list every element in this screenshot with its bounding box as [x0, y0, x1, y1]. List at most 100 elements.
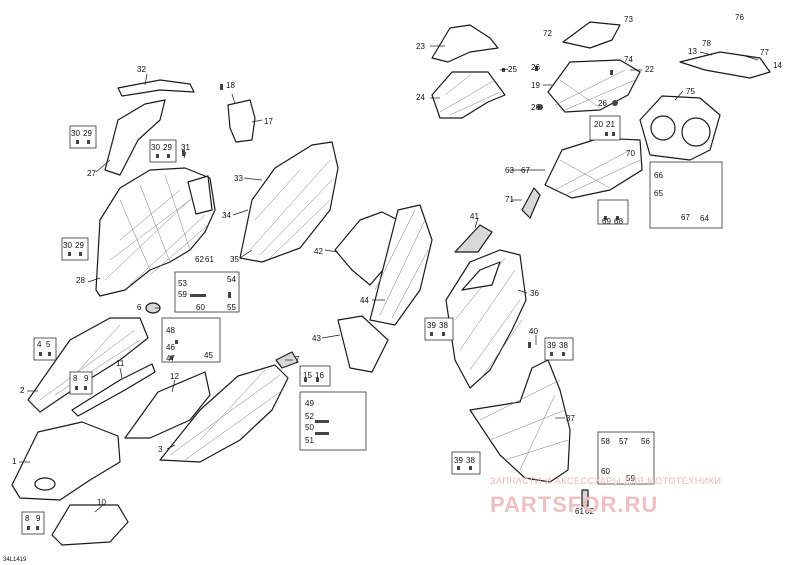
part-36-front-fairing[interactable]	[445, 249, 527, 389]
part-43-panel[interactable]	[337, 315, 389, 373]
callout-6: 6	[137, 303, 142, 312]
part-35-mesh	[249, 159, 333, 259]
callout-74: 74	[624, 55, 633, 64]
callout-45: 45	[204, 351, 213, 360]
part-12-panel[interactable]	[124, 371, 211, 439]
part-35-inner-panel[interactable]	[239, 141, 339, 263]
callout-7: 7	[295, 355, 300, 364]
callout-66: 66	[654, 171, 663, 180]
watermark: ЗАПЧАСТИ И АКСЕССУАРЫ ДЛЯ МОТОТЕХНИКИ PA…	[490, 476, 721, 517]
part-63-headlight[interactable]	[544, 137, 643, 199]
callout-47: 47	[166, 354, 175, 363]
part-37-lower-fairing[interactable]	[469, 359, 571, 483]
part-24-screen-frame[interactable]	[431, 71, 506, 119]
callout-28: 28	[76, 276, 85, 285]
box-56-60[interactable]	[597, 431, 655, 485]
callout-50: 50	[305, 423, 314, 432]
callout-10: 10	[97, 498, 106, 507]
callout-53: 53	[178, 279, 187, 288]
part-17-bracket[interactable]	[227, 99, 256, 143]
part-61-62-bolt[interactable]	[581, 489, 589, 507]
part-3-mesh	[169, 369, 284, 461]
callout-57: 57	[619, 437, 628, 446]
callout-68: 68	[614, 217, 623, 226]
callout-38-a: 38	[439, 321, 448, 330]
callout-72: 72	[543, 29, 552, 38]
callout-23: 23	[416, 42, 425, 51]
leader-lines	[19, 45, 759, 513]
callout-16: 16	[315, 371, 324, 380]
callout-39-a: 39	[427, 321, 436, 330]
callout-37: 37	[566, 414, 575, 423]
callout-73: 73	[624, 15, 633, 24]
callout-44: 44	[360, 296, 369, 305]
watermark-subtitle: ЗАПЧАСТИ И АКСЕССУАРЫ ДЛЯ МОТОТЕХНИКИ	[490, 476, 721, 486]
part-3-lower-panel[interactable]	[159, 364, 289, 463]
callout-42: 42	[314, 247, 323, 256]
callout-65: 65	[654, 189, 663, 198]
callout-43: 43	[312, 334, 321, 343]
callout-17: 17	[264, 117, 273, 126]
part-41-light[interactable]	[454, 224, 493, 253]
part-28-opening	[187, 175, 213, 215]
part-71-light[interactable]	[521, 187, 541, 219]
box-45-48[interactable]	[161, 317, 221, 363]
box-69-68[interactable]	[597, 199, 629, 225]
part-13-bar[interactable]	[679, 51, 771, 79]
callout-56: 56	[641, 437, 650, 446]
callout-12: 12	[170, 372, 179, 381]
callout-38-b: 38	[559, 341, 568, 350]
part-28-mesh	[104, 174, 209, 286]
part-10-cap[interactable]	[51, 504, 129, 546]
callout-33: 33	[234, 174, 243, 183]
callout-59-a: 59	[178, 290, 187, 299]
callout-32: 32	[137, 65, 146, 74]
callout-64: 64	[700, 214, 709, 223]
box-49-52[interactable]	[299, 391, 367, 451]
part-27-side-trim[interactable]	[104, 99, 166, 176]
callout-5: 5	[46, 340, 51, 349]
callout-15: 15	[303, 371, 312, 380]
part-11-strip[interactable]	[71, 363, 156, 417]
callout-31: 31	[181, 143, 190, 152]
callout-59-b: 59	[626, 474, 635, 483]
callout-60-b: 60	[601, 467, 610, 476]
part-75-lamp-left	[650, 115, 676, 141]
part-1-front-cowl[interactable]	[11, 421, 121, 501]
callout-14: 14	[773, 61, 782, 70]
callout-49: 49	[305, 399, 314, 408]
watermark-brand: PARTSFOR.RU	[490, 492, 658, 517]
part-19-mount[interactable]	[547, 59, 641, 113]
callout-61-a: 61	[205, 255, 214, 264]
callout-4: 4	[37, 340, 42, 349]
callout-30-b: 30	[151, 143, 160, 152]
callout-36: 36	[530, 289, 539, 298]
box-64-67[interactable]	[649, 161, 723, 229]
screws	[27, 66, 619, 530]
part-1-emblem	[34, 477, 56, 491]
callout-51: 51	[305, 436, 314, 445]
callout-3: 3	[158, 445, 163, 454]
callout-38-c: 38	[466, 456, 475, 465]
part-72-bracket[interactable]	[562, 21, 621, 49]
part-19-mesh	[554, 69, 636, 111]
callout-20: 20	[594, 120, 603, 129]
callouts: 32 18 17 30 29 30 29 31 27 33 34 35 30 2…	[12, 13, 782, 523]
callout-70: 70	[626, 149, 635, 158]
callout-29-b: 29	[163, 143, 172, 152]
callout-11: 11	[116, 359, 125, 368]
callout-18: 18	[226, 81, 235, 90]
callout-52: 52	[305, 412, 314, 421]
callout-63: 63	[505, 166, 514, 175]
part-44-deflector[interactable]	[369, 204, 433, 326]
callout-8-b: 8	[25, 514, 30, 523]
callout-26-a: 26	[531, 63, 540, 72]
callout-62-b: 62	[585, 507, 594, 516]
part-2-side-trim[interactable]	[27, 317, 149, 413]
diagram-code: 34L1419	[3, 557, 27, 563]
part-32-trim-strip[interactable]	[117, 79, 195, 97]
box-15-16[interactable]	[299, 365, 331, 387]
callout-46: 46	[166, 343, 175, 352]
part-23-windshield[interactable]	[431, 24, 499, 63]
callout-67-a: 67	[521, 166, 530, 175]
